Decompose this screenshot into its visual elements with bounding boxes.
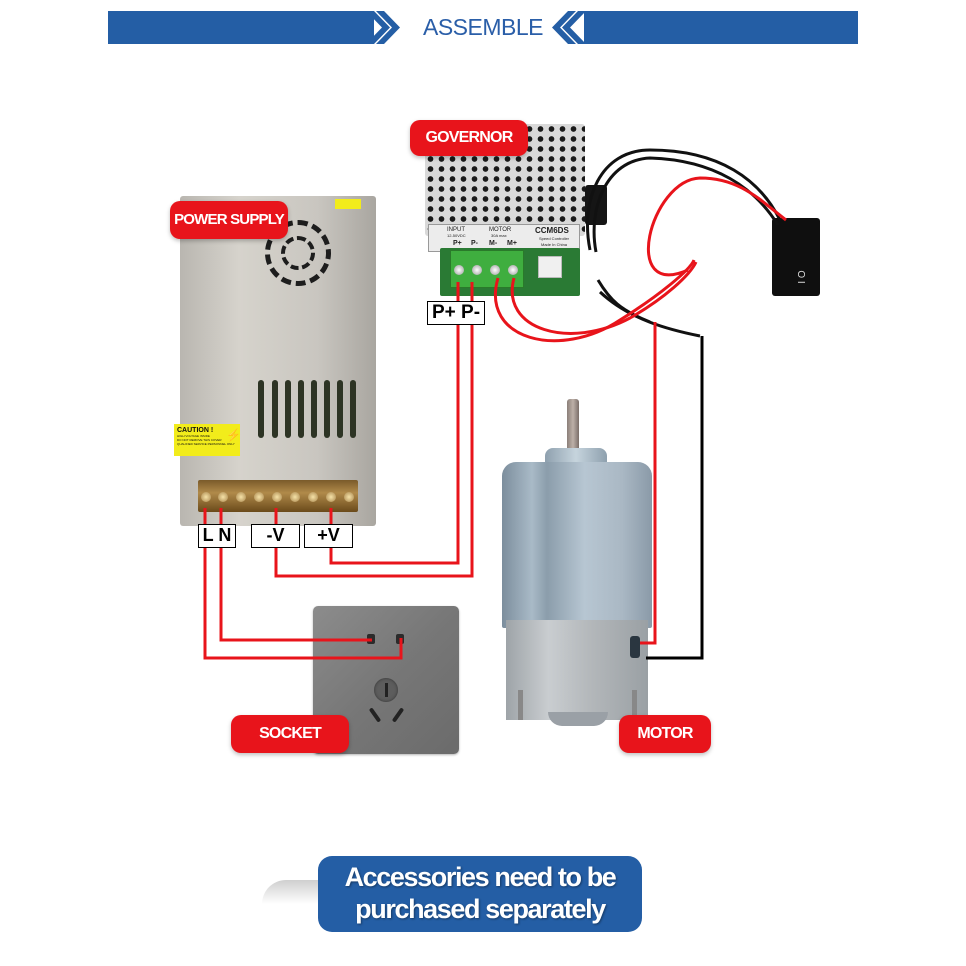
governor-motor-rating: 30A max [491, 233, 507, 238]
governor-pin-label: P- [471, 240, 478, 247]
governor-pin-label: P+ [453, 240, 462, 247]
chevron-left-icon [552, 11, 586, 44]
governor-input-label: INPUT [447, 227, 465, 233]
terminal-screw [454, 265, 464, 275]
ribbon-connector [538, 256, 562, 278]
vent-slot [311, 380, 317, 438]
governor-model-sub: Speed Controller [539, 236, 570, 241]
black-wire-bundle [596, 279, 651, 324]
footer-note-line2: purchased separately [355, 894, 606, 924]
wire-black-to-motor [646, 336, 704, 660]
power-supply-tag: POWER SUPPLY [170, 201, 288, 239]
terminal-label-p-pos-p-neg: P+ P- [427, 301, 485, 325]
terminal-screw [508, 265, 518, 275]
red-wire-gov-motor [510, 261, 698, 335]
motor-bottom-bearing [548, 712, 608, 726]
header-bar-right [584, 11, 858, 44]
governor-input-range: 12-50VDC [447, 233, 466, 238]
motor-end-bell [506, 620, 648, 720]
caution-line: HIGH VOLTAGE INSIDE [177, 434, 210, 438]
black-wire-bundle [592, 156, 780, 253]
terminal-label-l-n: L N [198, 524, 236, 548]
black-wire-bundle [598, 290, 701, 338]
black-wire-bundle [586, 148, 782, 251]
caution-line: DO NOT REMOVE THIS COVER [177, 438, 222, 442]
governor-tag: GOVERNOR [410, 120, 528, 156]
vent-slot [324, 380, 330, 438]
governor-model: CCM6DS [535, 226, 569, 235]
footer-note: Accessories need to be purchased separat… [318, 856, 642, 932]
terminal-p-pos: P+ [431, 302, 456, 323]
vent-slot [350, 380, 356, 438]
header-title: ASSEMBLE [423, 14, 544, 40]
vent-slot [298, 380, 304, 438]
fan-grill-inner [281, 236, 315, 270]
header-bar-left [108, 11, 374, 44]
governor-label-panel: INPUT 12-50VDC MOTOR 30A max P+ P- M- M+… [428, 224, 580, 252]
terminal-screw [272, 492, 282, 502]
socket-tag: SOCKET [231, 715, 349, 753]
chevron-right-icon [366, 11, 400, 44]
governor-origin: Made In China [541, 242, 568, 247]
governor-motor-label: MOTOR [489, 227, 512, 233]
vent-slot [337, 380, 343, 438]
footer-note-line1: Accessories need to be [344, 862, 617, 892]
vent-slot [258, 380, 264, 438]
terminal-screw [490, 265, 500, 275]
caution-line: QUALIFIED SERVICE PERSONNEL ONLY [177, 442, 235, 446]
motor-tab [518, 690, 523, 720]
caution-label: CAUTION ! HIGH VOLTAGE INSIDE DO NOT REM… [174, 424, 241, 456]
terminal-screw [326, 492, 336, 502]
terminal-screw [236, 492, 246, 502]
socket-earth-slot [385, 683, 388, 697]
terminal-label-neg-v: -V [251, 524, 300, 548]
vent-slot [285, 380, 291, 438]
motor-shaft [567, 399, 579, 451]
psu-sticker [335, 199, 361, 209]
red-wire-bundle [646, 176, 787, 277]
wire-n-to-socket [219, 508, 372, 642]
wire-red-to-motor [640, 322, 657, 645]
motor-tag: MOTOR [619, 715, 711, 753]
governor-pin-label: M- [489, 240, 498, 247]
wire-l-to-socket [203, 508, 403, 660]
motor-body [502, 462, 652, 628]
vent-slot [272, 380, 278, 438]
fan-grill-icon [265, 220, 331, 286]
terminal-label-pos-v: +V [304, 524, 353, 548]
terminal-screw [201, 492, 211, 502]
motor-brush-hole [630, 636, 640, 658]
terminal-p-neg: P- [461, 302, 481, 323]
caution-title: CAUTION ! [177, 427, 214, 434]
terminal-screw [472, 265, 482, 275]
terminal-screw [308, 492, 318, 502]
terminal-screw [290, 492, 300, 502]
motor-cap [545, 448, 607, 466]
rocker-switch [772, 218, 820, 296]
motor-tab [632, 690, 637, 720]
governor-pin-label: M+ [507, 240, 517, 247]
terminal-screw [254, 492, 264, 502]
terminal-l: L [202, 525, 214, 545]
lightning-icon: ⚡ [226, 428, 241, 442]
terminal-screw [218, 492, 228, 502]
terminal-n: N [218, 525, 232, 545]
terminal-screw [344, 492, 354, 502]
